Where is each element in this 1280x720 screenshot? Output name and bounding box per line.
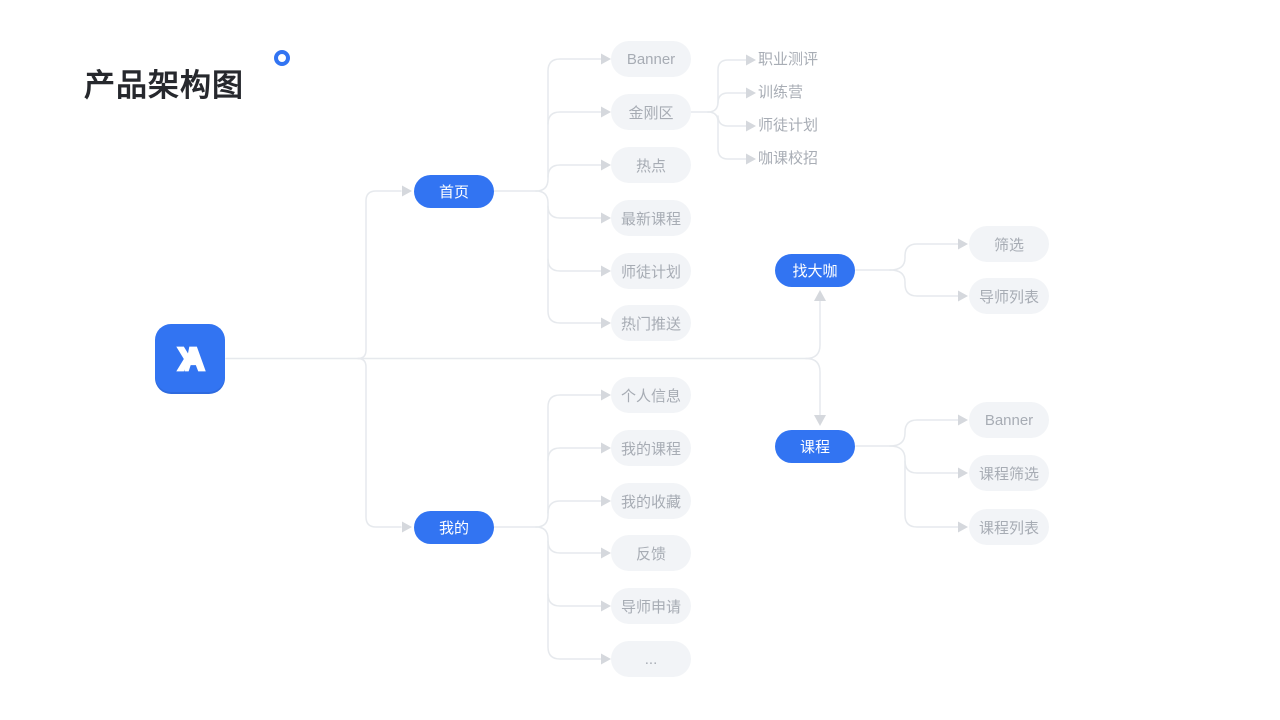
node-home-new-courses[interactable]: 最新课程	[611, 200, 691, 236]
node-home-banner[interactable]: Banner	[611, 41, 691, 77]
page-title: 产品架构图	[84, 68, 244, 103]
node-home-hotspot[interactable]: 热点	[611, 147, 691, 183]
title-dot-icon	[274, 50, 290, 66]
node-mine-more[interactable]: ...	[611, 641, 691, 677]
node-home-mentorship[interactable]: 师徒计划	[611, 253, 691, 289]
node-course-filter[interactable]: 课程筛选	[969, 455, 1049, 491]
leaf-campus-recruit[interactable]: 咖课校招	[758, 150, 819, 167]
arrowhead-icons	[402, 53, 968, 665]
node-home-jingang[interactable]: 金刚区	[611, 94, 691, 130]
leaf-training-camp[interactable]: 训练营	[758, 84, 804, 101]
leaf-career-test[interactable]: 职业测评	[758, 51, 819, 68]
node-mine[interactable]: 我的	[414, 511, 494, 544]
app-logo-icon	[176, 346, 206, 372]
node-mine-profile[interactable]: 个人信息	[611, 377, 691, 413]
node-home[interactable]: 首页	[414, 175, 494, 208]
node-course[interactable]: 课程	[775, 430, 855, 463]
branch-lines	[225, 58, 959, 660]
node-mentor-list[interactable]: 导师列表	[969, 278, 1049, 314]
node-mine-feedback[interactable]: 反馈	[611, 535, 691, 571]
node-mine-courses[interactable]: 我的课程	[611, 430, 691, 466]
node-home-hot-push[interactable]: 热门推送	[611, 305, 691, 341]
leaf-mentorship-plan[interactable]: 师徒计划	[758, 117, 819, 134]
node-course-list[interactable]: 课程列表	[969, 509, 1049, 545]
node-filter[interactable]: 筛选	[969, 226, 1049, 262]
node-course-banner[interactable]: Banner	[969, 402, 1049, 438]
root-logo-node[interactable]	[155, 324, 225, 394]
node-mine-mentor-apply[interactable]: 导师申请	[611, 588, 691, 624]
node-find-mentor[interactable]: 找大咖	[775, 254, 855, 287]
node-mine-favorites[interactable]: 我的收藏	[611, 483, 691, 519]
